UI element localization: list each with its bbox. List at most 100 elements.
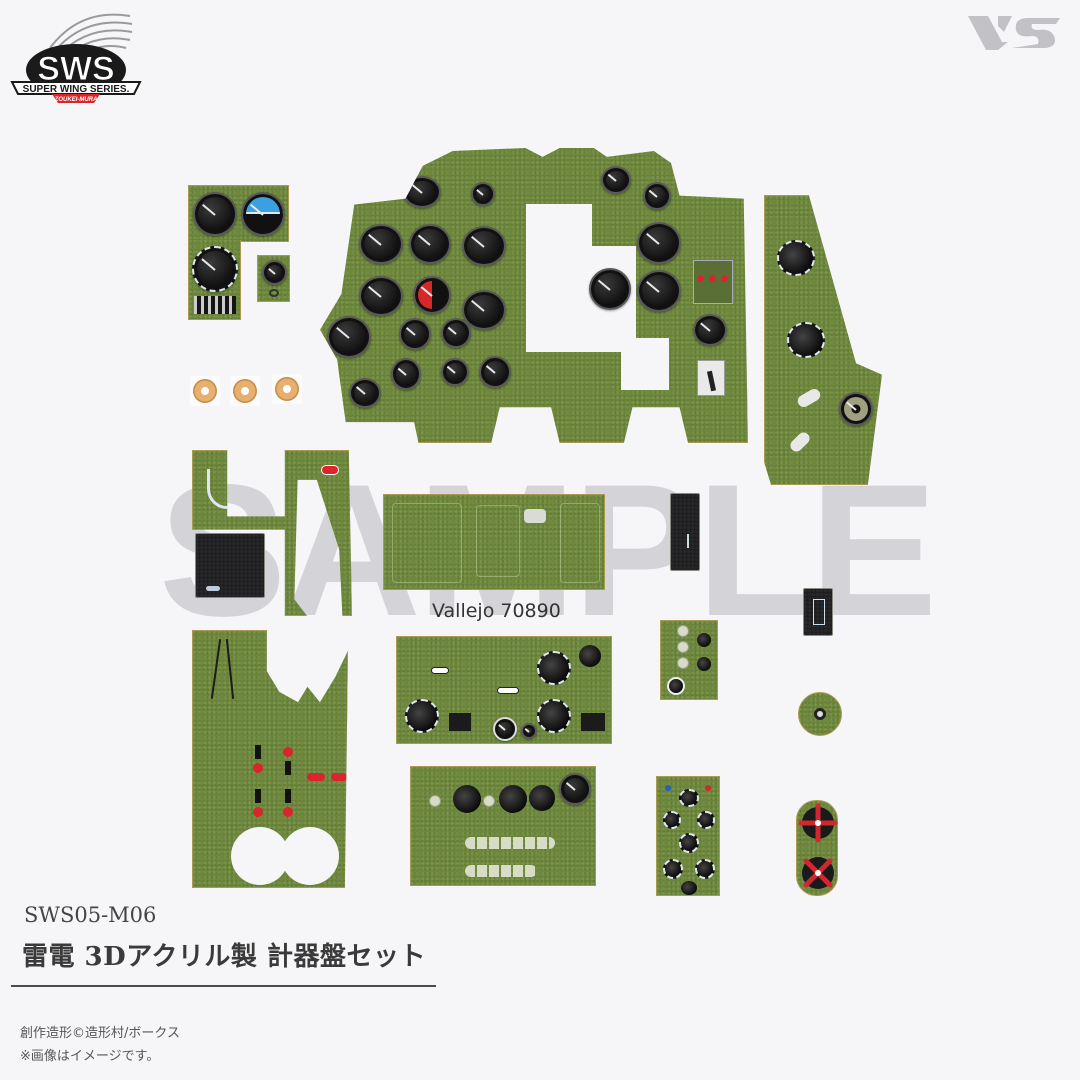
svg-text:ZOUKEI-MURA: ZOUKEI-MURA: [54, 97, 98, 103]
toggle-switch-icon: [787, 429, 813, 455]
compass-panel: [188, 240, 241, 320]
tachometer-red-gauge-icon: [413, 276, 451, 314]
gauge-icon: [637, 222, 681, 264]
copper-bezel-icon: [190, 376, 220, 406]
gauge-icon: [462, 226, 506, 266]
panel-groove: [476, 505, 520, 577]
airspeed-gauge-icon: [409, 224, 451, 264]
round-cap: [798, 692, 842, 736]
lamp-icon: [677, 657, 689, 669]
svg-text:SUPER WING SERIES.: SUPER WING SERIES.: [23, 84, 130, 95]
toggle-switch-icon: [795, 386, 823, 410]
ammeter-gauge-icon: [559, 773, 591, 805]
fuse-row: [465, 837, 555, 849]
wire-icon: [225, 639, 235, 699]
switch-block-icon: [581, 713, 605, 731]
gauge-icon: [441, 358, 469, 386]
marking-icon: [813, 599, 825, 625]
electrical-panel: [410, 766, 596, 886]
gauge-icon: [601, 166, 631, 194]
title-divider: [11, 985, 436, 987]
image-disclaimer: ※画像はイメージです。: [20, 1049, 160, 1064]
rotary-selector-icon: [679, 789, 699, 807]
switch-red-cap-icon: [283, 747, 293, 757]
handwheel-icon: [798, 803, 838, 843]
blue-light-icon: [665, 785, 671, 791]
rotary-selector-icon: [695, 859, 715, 879]
clock-gauge-icon: [262, 260, 287, 285]
small-switch-panel: [660, 620, 718, 700]
gauge-icon: [327, 316, 371, 358]
knob-icon: [499, 785, 527, 813]
sws-logo: SWS SUPER WING SERIES. ZOUKEI-MURA: [10, 8, 142, 104]
handwheel-icon: [802, 857, 834, 889]
warning-light-cluster: [693, 260, 733, 304]
paint-reference-label: Vallejo 70890: [432, 600, 561, 622]
right-side-console: [764, 195, 882, 485]
red-light-icon: [705, 785, 711, 791]
switch-label-red-icon: [307, 773, 325, 781]
marking-icon: [687, 534, 689, 548]
copper-bezel-icon: [230, 376, 260, 406]
frequency-dial-icon: [405, 699, 439, 733]
frequency-dial-icon: [537, 651, 571, 685]
green-plate-large: [383, 494, 605, 590]
gauge-icon: [399, 318, 431, 350]
indicator-light-icon: [321, 465, 339, 475]
gauge-icon: [403, 176, 441, 208]
knob-icon: [667, 677, 685, 695]
switch-red-cap-icon: [283, 807, 293, 817]
knob-icon: [453, 785, 481, 813]
product-code: SWS05-M06: [24, 903, 157, 927]
gauge-icon: [643, 182, 671, 210]
gauge-icon: [462, 290, 506, 330]
sws-winged-logo-icon: SWS SUPER WING SERIES. ZOUKEI-MURA: [10, 13, 142, 103]
gauge-icon: [359, 224, 403, 264]
lamp-icon: [677, 641, 689, 653]
rotary-switch-icon: [777, 240, 815, 276]
knob-icon: [579, 645, 601, 667]
panel-cutout: [621, 338, 669, 390]
switch-block-icon: [449, 713, 471, 731]
paint-spot: [524, 509, 546, 523]
compass-icon: [192, 246, 238, 292]
artificial-horizon-icon: [241, 192, 285, 236]
toggle-switch-icon: [255, 745, 261, 759]
vs-logo: [968, 14, 1063, 52]
gauge-icon: [637, 270, 681, 312]
altimeter-gauge-icon: [193, 192, 237, 236]
gauge-icon: [493, 717, 517, 741]
panel-groove: [392, 503, 462, 583]
label-plate: [431, 667, 449, 674]
switch-red-cap-icon: [253, 807, 263, 817]
panel-groove: [560, 503, 600, 583]
product-title: 雷電 3Dアクリル製 計器盤セット: [22, 942, 426, 972]
knob-icon: [697, 657, 711, 671]
copper-bezel-icon: [272, 374, 302, 404]
round-indicator-icon: [839, 392, 873, 426]
copyright-credit: 創作造形©造形村/ボークス: [20, 1026, 180, 1041]
gauge-icon: [479, 356, 511, 388]
gauge-icon: [349, 378, 381, 408]
knob-icon: [697, 633, 711, 647]
rotary-selector-icon: [679, 833, 699, 853]
radio-control-panel: [396, 636, 612, 744]
label-plate: [497, 687, 519, 694]
rotary-selector-icon: [663, 811, 681, 829]
warning-light-icon: [721, 275, 728, 282]
compass-card-icon: [194, 296, 236, 314]
copper-bezel-set: [190, 374, 310, 410]
switch-red-cap-icon: [253, 763, 263, 773]
small-gauge-panel: [257, 255, 290, 302]
lamp-icon: [429, 795, 441, 807]
knob-icon: [269, 289, 279, 297]
double-circle-cutout: [281, 827, 339, 885]
knob-icon: [681, 881, 697, 895]
gauge-icon: [391, 358, 421, 390]
black-box-plate: [195, 533, 265, 598]
toggle-switch-icon: [285, 761, 291, 775]
black-narrow-plate-2: [803, 588, 833, 636]
main-instrument-panel: [320, 147, 748, 443]
knob-icon: [529, 785, 555, 811]
left-switch-panel: [192, 630, 348, 888]
